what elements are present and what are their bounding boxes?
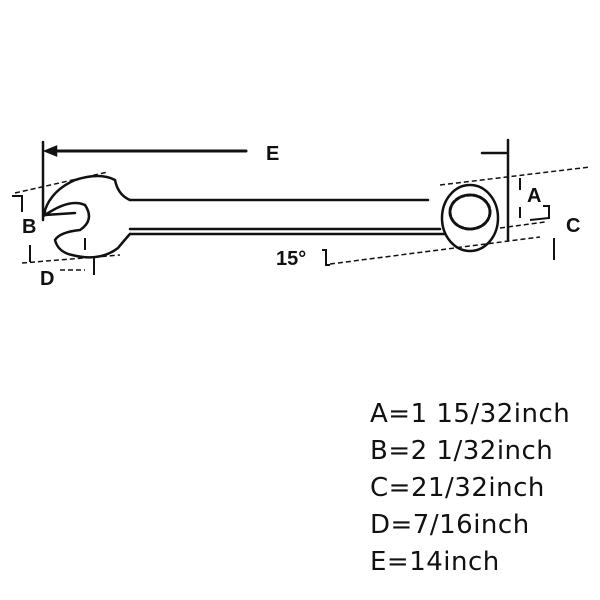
label-a: A [527, 185, 541, 207]
spec-e: E=14inch [370, 547, 500, 577]
open-end-jaw [43, 211, 77, 217]
open-end-top-tangent [14, 171, 109, 194]
spec-a: A=1 15/32inch [370, 399, 571, 429]
spec-b: B=2 1/32inch [370, 436, 554, 466]
label-c: C [566, 215, 580, 237]
label-b: B [22, 216, 36, 238]
angle-bracket [322, 249, 330, 266]
ring-top-tangent [439, 166, 591, 186]
label-e: E [266, 143, 279, 165]
b-bracket [12, 195, 23, 212]
ring-bottom-tangent [329, 236, 541, 265]
dimension-specs: A=1 15/32inch B=2 1/32inch C=21/32inch D… [370, 396, 570, 581]
e-arrowhead [42, 145, 58, 157]
spec-d: D=7/16inch [370, 510, 530, 540]
open-end-bottom-tangent [21, 254, 121, 264]
label-angle: 15° [276, 248, 306, 270]
ring-end-inner [448, 193, 492, 231]
a-bracket [529, 205, 550, 221]
ring-end-outer [440, 183, 500, 253]
label-d: D [40, 268, 54, 290]
open-end-head [43, 174, 132, 259]
spec-c: C=21/32inch [370, 473, 545, 503]
